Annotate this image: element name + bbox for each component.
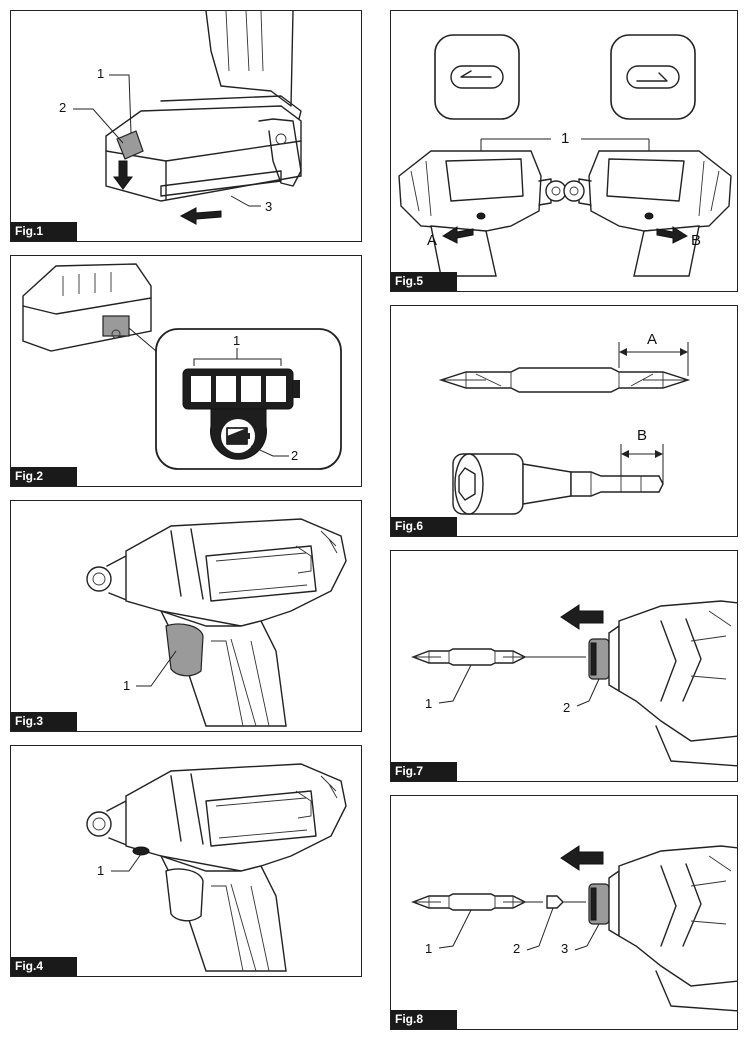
- fig4-label-1: 1: [97, 863, 105, 878]
- fig8-label-3: 3: [561, 941, 569, 956]
- fig7-label-2: 2: [563, 700, 571, 715]
- fig1-tag: Fig.1: [11, 222, 77, 241]
- fig1-battery-removal-drawing: [73, 11, 302, 225]
- fig2-label-2: 2: [291, 448, 299, 463]
- fig6-label-a: A: [647, 331, 658, 348]
- figure-6-panel: A B Fig.6: [390, 305, 738, 537]
- figure-7-panel: 1 2 Fig.7: [390, 550, 738, 782]
- fig6-bit-dimensions-drawing: [438, 342, 691, 515]
- fig6-label-b: B: [637, 427, 648, 444]
- figure-3-panel: 1 Fig.3: [10, 500, 362, 732]
- fig7-tag: Fig.7: [391, 762, 457, 781]
- fig3-switch-trigger-drawing: [86, 518, 347, 727]
- fig4-tag: Fig.4: [11, 957, 77, 976]
- fig1-label-1: 1: [97, 66, 105, 81]
- fig8-tag: Fig.8: [391, 1010, 457, 1029]
- figure-5-panel: 1 A B Fig.5: [390, 10, 738, 292]
- fig1-label-2: 2: [59, 100, 67, 115]
- fig5-label-b: B: [691, 232, 702, 249]
- fig8-bit-with-piece-drawing: [411, 845, 737, 1012]
- fig8-label-1: 1: [425, 941, 433, 956]
- fig7-bit-install-drawing: [411, 600, 737, 767]
- fig7-label-1: 1: [425, 696, 433, 711]
- fig4-front-lamp-drawing: [86, 763, 347, 972]
- figure-4-panel: 1 Fig.4: [10, 745, 362, 977]
- fig6-tag: Fig.6: [391, 517, 457, 536]
- fig3-tag: Fig.3: [11, 712, 77, 731]
- figure-1-panel: 1 2 3 Fig.1: [10, 10, 362, 242]
- fig8-label-2: 2: [513, 941, 521, 956]
- fig2-label-1: 1: [233, 333, 241, 348]
- fig5-label-1: 1: [561, 130, 570, 147]
- fig3-label-1: 1: [123, 678, 131, 693]
- fig5-reversing-switch-drawing: [398, 34, 732, 277]
- fig2-tag: Fig.2: [11, 467, 77, 486]
- fig5-label-a: A: [427, 232, 438, 249]
- fig1-label-3: 3: [265, 199, 273, 214]
- figure-8-panel: 1 2 3 Fig.8: [390, 795, 738, 1030]
- fig5-tag: Fig.5: [391, 272, 457, 291]
- figure-2-panel: 1 2 Fig.2: [10, 255, 362, 487]
- fig2-battery-indicator-drawing: [22, 263, 342, 470]
